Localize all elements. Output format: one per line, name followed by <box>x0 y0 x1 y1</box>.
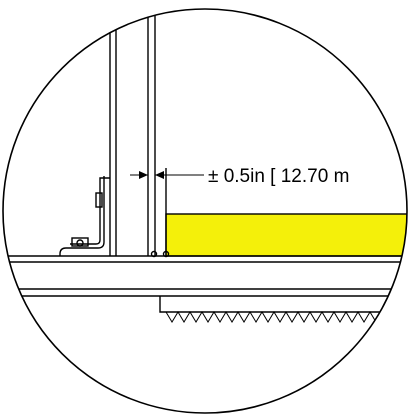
detail-circle-border <box>2 8 408 414</box>
bracket-bolt-foot <box>71 237 89 247</box>
dim-arrow-left <box>139 171 148 179</box>
highlight-block <box>165 213 407 257</box>
detail-contents: ± 0.5in [ 12.70 m <box>3 9 407 323</box>
bracket-inner <box>70 177 110 245</box>
hatched-strip-teeth <box>165 311 383 323</box>
dim-arrow-right <box>155 171 164 179</box>
bracket-pin-1 <box>76 239 84 247</box>
bracket-bolt-head <box>95 192 103 208</box>
hatched-strip-outline <box>159 296 407 313</box>
dimension-label: ± 0.5in [ 12.70 m <box>208 166 349 187</box>
bracket-outline <box>59 176 105 256</box>
